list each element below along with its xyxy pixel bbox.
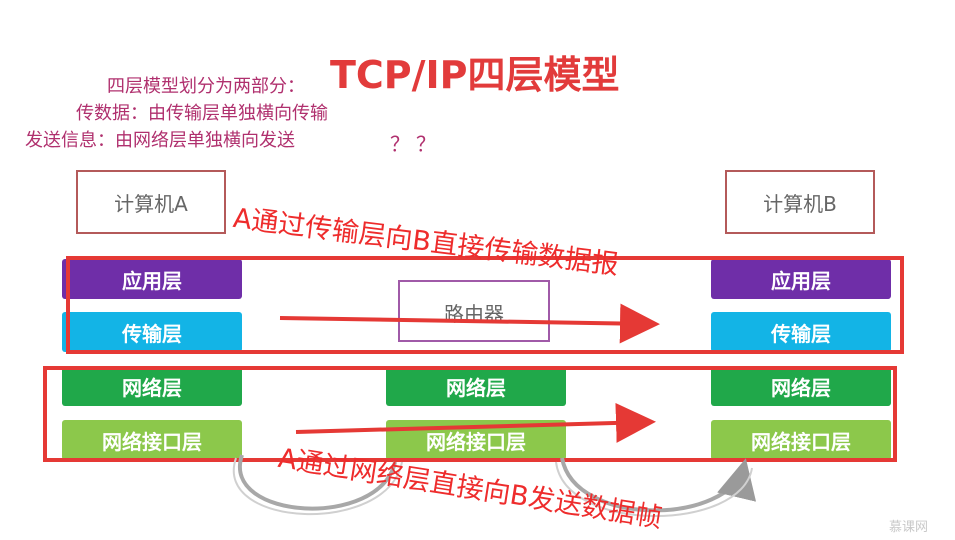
network-arrow — [295, 402, 656, 443]
router-box: 路由器 — [398, 280, 550, 342]
gray-curve-router-to-b-inner — [555, 461, 753, 517]
note-line-2: 传数据：由传输层单独横向传输 — [76, 103, 328, 124]
computer-b-transport-layer: 传输层 — [711, 312, 891, 352]
page-title: TCP/IP四层模型 — [330, 53, 620, 97]
watermark-logo: 慕课网 — [889, 520, 929, 535]
computer-a-network-layer: 网络层 — [62, 366, 242, 406]
note-line-1: 四层模型划分为两部分： — [107, 76, 305, 97]
note-question-marks: ？？ — [390, 132, 442, 156]
computer-b-application-layer: 应用层 — [711, 259, 891, 299]
computer-b-network-interface-layer: 网络接口层 — [711, 420, 891, 460]
computer-a-box: 计算机A — [76, 170, 226, 234]
network-highlight-frame — [43, 366, 897, 462]
transport-arrow — [279, 303, 660, 344]
transport-highlight-frame — [66, 256, 904, 354]
computer-b-box: 计算机B — [725, 170, 875, 234]
note-line-3: 发送信息：由网络层单独横向发送 — [25, 130, 295, 151]
gray-curve-a-to-router — [237, 454, 397, 511]
computer-a-application-layer: 应用层 — [62, 259, 242, 299]
computer-b-network-layer: 网络层 — [711, 366, 891, 406]
computer-a-network-interface-layer: 网络接口层 — [62, 420, 242, 460]
computer-a-transport-layer: 传输层 — [62, 312, 242, 352]
gray-curve-router-to-b — [560, 457, 756, 513]
gray-curve-a-to-router-inner — [232, 457, 403, 516]
router-network-layer: 网络层 — [386, 366, 566, 406]
